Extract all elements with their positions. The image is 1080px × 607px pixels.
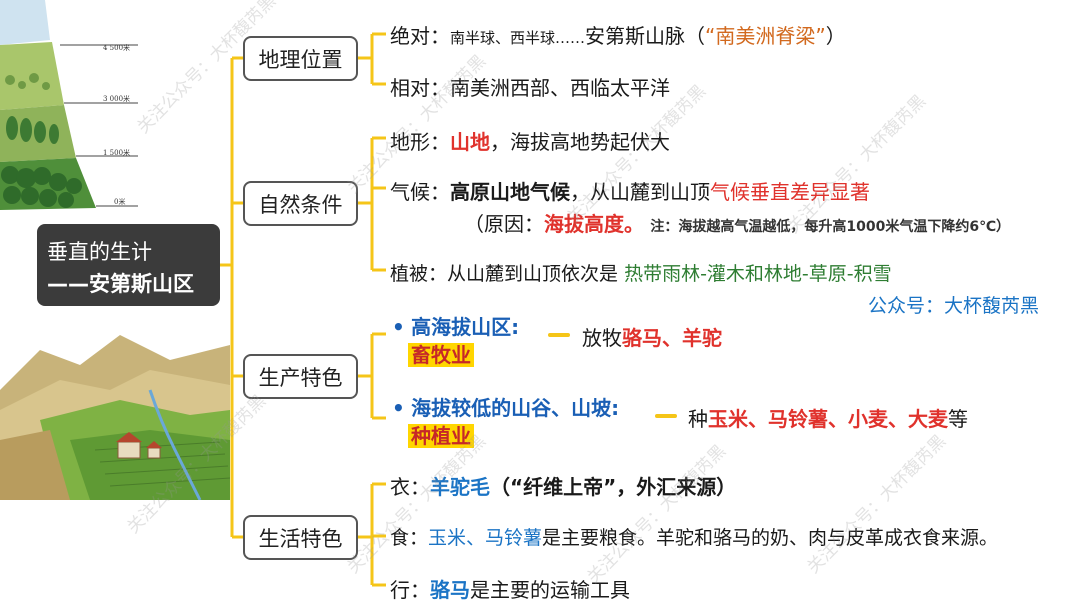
nature-vegetation-row: 植被：从山麓到山顶依次是 热带雨林-灌木和林地-草原-积雪	[390, 259, 892, 286]
valley-farm-illustration	[0, 335, 230, 500]
food-key: 玉米、马铃薯	[428, 527, 543, 549]
geo-absolute-main: 安第斯山脉（	[585, 24, 706, 48]
low-key: 玉米、马铃薯、小麦、大麦	[708, 407, 948, 431]
central-subtitle: ——安第斯山区	[47, 272, 194, 296]
watermark: 关注公众号：大杯馥芮黑	[583, 441, 730, 588]
travel-key: 骆马	[430, 578, 470, 602]
nature-reason-row: （原因：海拔高度。 注：海拔越高气温越低，每升高1000米气温下降约6℃）	[464, 208, 1010, 237]
category-natural-conditions: 自然条件	[243, 181, 358, 226]
geo-absolute-small: 南半球、西半球……	[450, 29, 586, 47]
high-text: 放牧	[582, 326, 622, 350]
bullet-icon: •	[392, 396, 405, 420]
vertical-zone-illustration: 4 500米 3 000米 1 500米 0米	[0, 0, 138, 213]
watermark: 关注公众号：大杯馥芮黑	[343, 431, 490, 578]
production-high-title: • 高海拔山区:	[392, 311, 519, 340]
geo-absolute-quote: “南美洲脊梁”	[705, 24, 826, 48]
climate-label: 气候：	[390, 180, 450, 204]
low-end: 等	[948, 407, 968, 431]
livestock-tag: 畜牧业	[408, 343, 474, 367]
life-clothing-row: 衣：羊驼毛（“纤维上帝”，外汇来源）	[390, 471, 736, 500]
category-life: 生活特色	[243, 515, 358, 560]
geo-absolute-close: ）	[825, 24, 846, 48]
category-production: 生产特色	[243, 354, 358, 399]
reason-key: 海拔高度。	[544, 212, 644, 236]
dash-icon	[548, 333, 570, 337]
life-food-row: 食：玉米、马铃薯是主要粮食。羊驼和骆马的奶、肉与皮革成衣食来源。	[390, 523, 998, 550]
terrain-key: 山地	[450, 130, 490, 154]
altitude-label: 1 500米	[103, 148, 130, 157]
climate-red: 气候垂直差异显著	[710, 180, 870, 204]
nature-climate-row: 气候：高原山地气候，从山麓到山顶气候垂直差异显著	[390, 176, 870, 205]
category-geo-location: 地理位置	[243, 36, 358, 81]
nature-terrain-row: 地形：山地，海拔高地势起伏大	[390, 126, 670, 155]
high-key: 骆马、羊驼	[622, 326, 722, 350]
high-tag-wrap: 畜牧业	[408, 339, 474, 368]
travel-label: 行：	[390, 578, 430, 602]
food-label: 食：	[390, 527, 429, 549]
veg-label: 植被：	[390, 263, 448, 285]
veg-text: 从山麓到山顶依次是	[447, 263, 619, 285]
geo-relative-text: 南美洲西部、西临太平洋	[450, 76, 670, 100]
dash-icon	[655, 414, 677, 418]
reason-note: 注：海拔越高气温越低，每升高1000米气温下降约6℃）	[650, 219, 1011, 235]
geo-relative-row: 相对：南美洲西部、西临太平洋	[390, 72, 670, 101]
climate-key: 高原山地气候	[450, 180, 570, 204]
production-low-title: • 海拔较低的山谷、山坡:	[392, 392, 619, 421]
altitude-label: 0米	[114, 197, 125, 206]
low-text: 种	[688, 407, 708, 431]
watermark: 关注公众号：大杯馥芮黑	[803, 431, 950, 578]
reason-open: （原因：	[464, 212, 544, 236]
altitude-label: 4 500米	[103, 43, 130, 52]
central-topic: 垂直的生计 ——安第斯山区	[37, 224, 220, 306]
low-altitude-title: 海拔较低的山谷、山坡:	[411, 396, 620, 420]
public-account-label: 公众号：大杯馥芮黑	[868, 295, 1040, 317]
low-tag-wrap: 种植业	[408, 420, 474, 449]
terrain-text: ，海拔高地势起伏大	[490, 130, 670, 154]
veg-key: 热带雨林-灌木和林地-草原-积雪	[624, 263, 892, 285]
geo-absolute-label: 绝对：	[390, 24, 450, 48]
climate-text: ，从山麓到山顶	[570, 180, 710, 204]
terrain-label: 地形：	[390, 130, 450, 154]
geo-relative-label: 相对：	[390, 76, 450, 100]
geo-absolute-row: 绝对：南半球、西半球……安第斯山脉（“南美洲脊梁”）	[390, 20, 846, 49]
altitude-label: 3 000米	[103, 94, 130, 103]
bullet-icon: •	[392, 315, 405, 339]
food-text: 是主要粮食。羊驼和骆马的奶、肉与皮革成衣食来源。	[542, 527, 999, 549]
high-altitude-title: 高海拔山区:	[411, 315, 520, 339]
production-low-row: 种玉米、马铃薯、小麦、大麦等	[688, 403, 968, 432]
clothing-key: 羊驼毛	[430, 475, 490, 499]
clothing-label: 衣：	[390, 475, 430, 499]
clothing-text: （“纤维上帝”，外汇来源）	[490, 475, 737, 499]
travel-text: 是主要的运输工具	[470, 578, 630, 602]
production-high-row: 放牧骆马、羊驼	[582, 322, 722, 351]
life-travel-row: 行：骆马是主要的运输工具	[390, 574, 630, 603]
central-title: 垂直的生计	[47, 240, 152, 264]
farming-tag: 种植业	[408, 424, 474, 448]
